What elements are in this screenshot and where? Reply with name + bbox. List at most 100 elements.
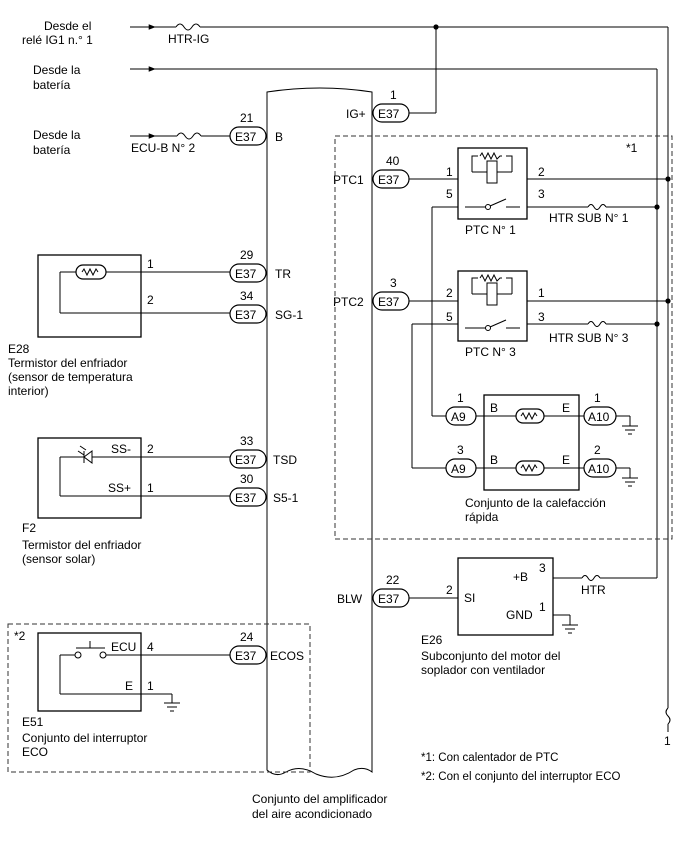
svg-text:1: 1 — [538, 286, 545, 300]
fuse-htr-ig-icon — [175, 23, 201, 31]
svg-text:A10: A10 — [588, 462, 610, 476]
svg-text:1: 1 — [446, 165, 453, 179]
pin-ptc2: E37 3 PTC2 — [333, 276, 410, 311]
svg-text:A10: A10 — [588, 410, 610, 424]
svg-text:Termistor del enfriador: Termistor del enfriador — [22, 538, 141, 552]
svg-text:1: 1 — [539, 600, 546, 614]
svg-text:F2: F2 — [22, 521, 36, 535]
heater-element-icon — [520, 411, 538, 421]
svg-text:ECO: ECO — [22, 745, 48, 759]
svg-text:TSD: TSD — [273, 453, 297, 467]
svg-text:Desde la: Desde la — [33, 63, 81, 77]
svg-text:(sensor solar): (sensor solar) — [22, 552, 95, 566]
svg-text:30: 30 — [240, 472, 254, 486]
svg-text:1: 1 — [390, 88, 397, 102]
pin-ig: E37 1 IG+ — [346, 88, 410, 123]
svg-text:A9: A9 — [451, 462, 466, 476]
svg-text:1: 1 — [147, 679, 154, 693]
svg-text:SS+: SS+ — [108, 481, 131, 495]
svg-text:2: 2 — [147, 293, 154, 307]
thermistor-icon — [81, 267, 99, 277]
svg-text:SI: SI — [464, 591, 475, 605]
svg-text:+B: +B — [513, 570, 528, 584]
svg-text:34: 34 — [240, 289, 254, 303]
svg-text:3: 3 — [538, 187, 545, 201]
component-e26: SI 2 +B GND 3 1 HTR E26 Subconjunto del … — [409, 557, 657, 677]
svg-text:E37: E37 — [378, 592, 400, 606]
svg-text:SS-: SS- — [111, 442, 131, 456]
source-battery-1: Desde la batería — [33, 63, 81, 92]
svg-text:3: 3 — [390, 276, 397, 290]
svg-text:*2: *2 — [14, 629, 26, 643]
svg-text:4: 4 — [147, 640, 154, 654]
svg-text:E37: E37 — [378, 173, 400, 187]
svg-text:2: 2 — [446, 286, 453, 300]
svg-text:E37: E37 — [235, 491, 257, 505]
svg-text:3: 3 — [539, 561, 546, 575]
svg-text:3: 3 — [538, 310, 545, 324]
svg-text:S5-1: S5-1 — [273, 491, 299, 505]
pin-ecos: E37 24 ECOS — [229, 630, 304, 665]
svg-text:1: 1 — [457, 391, 464, 405]
svg-text:del aire acondicionado: del aire acondicionado — [252, 807, 372, 821]
svg-text:1: 1 — [594, 391, 601, 405]
svg-text:A9: A9 — [451, 410, 466, 424]
svg-text:E51: E51 — [22, 715, 44, 729]
svg-text:B: B — [490, 401, 498, 415]
svg-text:E37: E37 — [235, 649, 257, 663]
svg-text:E37: E37 — [378, 295, 400, 309]
svg-text:24: 24 — [240, 630, 254, 644]
notes: *1: Con calentador de PTC *2: Con el con… — [421, 752, 620, 783]
ground-icon — [164, 702, 180, 712]
svg-text:rápida: rápida — [465, 510, 499, 524]
svg-text:*2: Con el conjunto del interr: *2: Con el conjunto del interruptor ECO — [421, 771, 620, 783]
svg-text:E: E — [125, 679, 133, 693]
fuse-htr-icon — [581, 575, 601, 581]
svg-text:E: E — [562, 453, 570, 467]
svg-text:batería: batería — [33, 78, 71, 92]
svg-text:HTR SUB N° 1: HTR SUB N° 1 — [549, 211, 629, 225]
relay-coil-icon — [471, 151, 513, 172]
svg-text:HTR SUB N° 3: HTR SUB N° 3 — [549, 331, 629, 345]
svg-text:ECOS: ECOS — [270, 649, 304, 663]
svg-text:Desde el: Desde el — [44, 19, 91, 33]
component-e28: 1 2 E28 Termistor del enfriador (sensor … — [8, 254, 230, 398]
component-e51: *2 ECU E 4 1 E51 Conjunto del interrupto… — [7, 623, 311, 773]
svg-text:29: 29 — [240, 248, 254, 262]
svg-text:1: 1 — [147, 257, 154, 271]
offpage-ref: 1 — [664, 734, 671, 748]
svg-text:5: 5 — [446, 187, 453, 201]
svg-text:B: B — [490, 453, 498, 467]
svg-text:E: E — [562, 401, 570, 415]
amplifier-body — [266, 87, 373, 778]
svg-text:B: B — [275, 130, 283, 144]
amplifier-label: Conjunto del amplificador del aire acond… — [252, 792, 387, 821]
svg-text:SG-1: SG-1 — [275, 308, 303, 322]
svg-text:PTC1: PTC1 — [333, 173, 364, 187]
svg-text:5: 5 — [446, 310, 453, 324]
svg-text:2: 2 — [446, 583, 453, 597]
svg-text:2: 2 — [147, 442, 154, 456]
svg-text:21: 21 — [240, 111, 254, 125]
svg-text:E26: E26 — [421, 633, 443, 647]
svg-text:soplador con ventilador: soplador con ventilador — [421, 663, 545, 677]
svg-text:E37: E37 — [235, 267, 257, 281]
source-ig1: Desde el relé IG1 n.° 1 — [22, 19, 93, 47]
svg-text:*1: Con calentador de PTC: *1: Con calentador de PTC — [421, 752, 558, 764]
svg-text:*1: *1 — [626, 141, 638, 155]
svg-text:TR: TR — [275, 267, 291, 281]
push-switch-icon — [76, 641, 105, 649]
fuse-ecu-b2-icon — [176, 132, 202, 140]
pin-blw: E37 22 BLW — [337, 573, 410, 608]
svg-text:Conjunto del interruptor: Conjunto del interruptor — [22, 731, 147, 745]
component-f2: SS- SS+ 2 1 F2 Termistor del enfriador (… — [22, 437, 230, 566]
svg-text:E37: E37 — [235, 308, 257, 322]
svg-text:relé IG1 n.° 1: relé IG1 n.° 1 — [22, 33, 93, 47]
pin-ptc1: E37 40 PTC1 — [333, 154, 410, 189]
svg-text:40: 40 — [386, 154, 400, 168]
svg-text:(sensor de temperatura: (sensor de temperatura — [8, 370, 133, 384]
svg-text:GND: GND — [506, 608, 533, 622]
pin-b: E37 21 B — [229, 111, 283, 146]
pin-tr: E37 29 TR — [229, 248, 291, 283]
ptc-heater-area: *1 1 5 2 3 PTC N° 1 HTR SUB N° 1 — [334, 135, 673, 540]
